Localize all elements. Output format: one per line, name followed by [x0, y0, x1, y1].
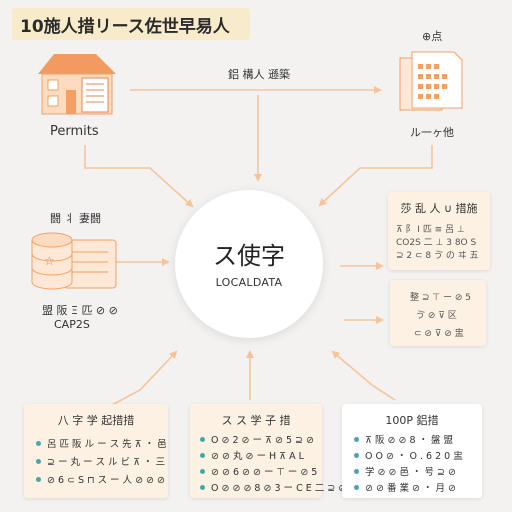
right-card-2-line: ゔ ⊘ ⊽ 区	[416, 311, 457, 321]
bottom-card-3: 100P 鋁措 ⊼ 阪 ⊘ ⊘ 8 ・ 盤 盟 O O ⊘ ・ O . 6 2 …	[342, 404, 482, 498]
bullet-icon	[354, 436, 359, 442]
bottom-card-1-title: 八 字 学 起措措	[57, 414, 135, 427]
bullet-icon	[36, 440, 41, 446]
document-icon	[399, 51, 463, 111]
permits-label: Permits	[50, 124, 99, 139]
bullet-icon	[200, 436, 205, 442]
list-item: ⊇ ー 丸 ー ス ル ビ ⊼ ・ 三	[36, 454, 165, 468]
bottom-card-2-title: ス ス 学 子 措	[221, 414, 291, 427]
list-item: 呂 匹 阪 ル ー ス 先 ⊼ ・ 邑	[36, 436, 167, 450]
list-item: ⊘ ⊘ 番 業 ⊘ ・ 月 ⊘	[354, 480, 456, 494]
right-card-1: 莎 乱 人 ∪ 措施 ⊼ 阝 Ⅰ 匹 ≡ 呂 ⊥ CO2S 二 ⊥ 3 8O S…	[388, 192, 490, 270]
list-item: ⊘ 6 ⊂ S ⊓ ス ー 人 ⊘ ⊘ ⊘	[36, 472, 165, 486]
center-subtitle: LOCALDATA	[215, 276, 283, 289]
list-item: 学 ⊘ ⊘ 邑 ・ 号 ⊇ ⊘	[354, 464, 456, 478]
doc-bottom-label: ル一ヶ他	[410, 126, 454, 139]
list-item: ⊘ ⊘ 丸 ⊘ ー H ⊼ A L	[200, 448, 304, 462]
list-item: ⊼ 阪 ⊘ ⊘ 8 ・ 盤 盟	[354, 432, 453, 446]
connector-bottom-right	[331, 350, 396, 401]
bullet-icon	[354, 468, 359, 474]
bullet-icon	[200, 484, 205, 490]
connector-permits	[84, 145, 194, 208]
list-item: O ⊘ ⊘ ⊘ 8 ⊘ 3 ー C E 二 ⊇ ⊘	[200, 480, 346, 494]
right-card-2: 整 ⊇ ⊤ ー ⊘ 5 ゔ ⊘ ⊽ 区 ⊂ ⊘ ⊽ ⊘ 盅	[390, 280, 486, 346]
list-item: O O ⊘ ・ O . 6 2 0 盅	[354, 448, 463, 462]
bullet-icon	[200, 452, 205, 458]
list-item: O ⊘ 2 ⊘ ー ⊼ ⊘ 5 ⊇ ⊘	[200, 432, 314, 446]
database-icon: ☆	[31, 232, 117, 290]
right-card-2-line: 整 ⊇ ⊤ ー ⊘ 5	[410, 293, 471, 303]
right-card-1-line: ⊇ 2 ⊂ 8 ゔ の ヰ 五	[396, 251, 479, 261]
doc-top-label: ⊕点	[422, 30, 443, 43]
storage-bottom-label-1: 盟 阪 Ξ 匹 ⊘ ⊘	[42, 304, 118, 317]
bottom-card-1: 八 字 学 起措措 呂 匹 阪 ル ー ス 先 ⊼ ・ 邑 ⊇ ー 丸 ー ス …	[24, 404, 168, 498]
right-card-2-line: ⊂ ⊘ ⊽ ⊘ 盅	[414, 329, 464, 339]
center-title: ス使字	[213, 242, 285, 270]
bottom-card-3-title: 100P 鋁措	[385, 414, 439, 427]
list-item: ⊘ ⊘ 6 ⊘ ⊘ ー ⊤ ー ⊘ 5	[200, 464, 317, 478]
right-card-1-line: CO2S 二 ⊥ 3 8O S	[396, 238, 477, 248]
storage-top-label: 闘 丬 妻闘	[50, 212, 101, 225]
bullet-icon	[200, 468, 205, 474]
storage-bottom-label-2: CAP2S	[54, 318, 90, 331]
center-node: ス使字 LOCALDATA	[175, 190, 323, 338]
building-icon	[38, 54, 116, 115]
bullet-icon	[354, 452, 359, 458]
right-card-1-line: ⊼ 阝 Ⅰ 匹 ≡ 呂 ⊥	[396, 225, 465, 235]
bullet-icon	[36, 476, 41, 482]
bullet-icon	[36, 458, 41, 464]
bullet-icon	[354, 484, 359, 490]
bottom-card-2: ス ス 学 子 措 O ⊘ 2 ⊘ ー ⊼ ⊘ 5 ⊇ ⊘ ⊘ ⊘ 丸 ⊘ ー …	[190, 404, 346, 498]
title-bar: 10施人措リース佐世早易人	[12, 8, 250, 40]
right-card-1-title: 莎 乱 人 ∪ 措施	[400, 202, 478, 215]
page-title: 10施人措リース佐世早易人	[20, 16, 230, 37]
top-arrow-label: 鋁 構人 遜築	[228, 68, 290, 81]
connector-bottom-left	[111, 350, 178, 406]
svg-text:☆: ☆	[44, 254, 55, 268]
